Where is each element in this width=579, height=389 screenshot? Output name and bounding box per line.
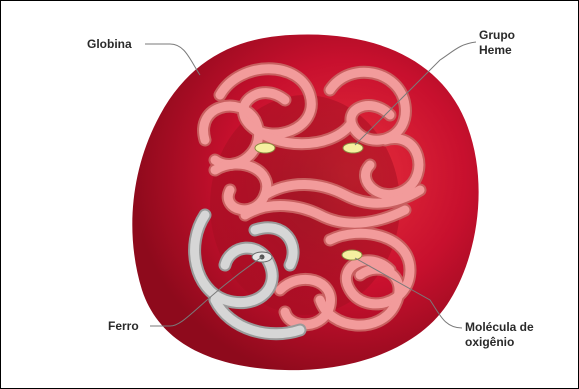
- heme-group-top-right: [343, 143, 363, 153]
- leader-globina: [145, 44, 200, 75]
- label-ferro: Ferro: [108, 319, 139, 334]
- label-molecula-oxigenio: Molécula de oxigênio: [465, 320, 534, 350]
- heme-group-bottom-right: [342, 250, 362, 260]
- label-grupo-heme: Grupo Heme: [479, 28, 515, 58]
- heme-group-top-left: [255, 143, 275, 153]
- label-globina: Globina: [87, 37, 132, 52]
